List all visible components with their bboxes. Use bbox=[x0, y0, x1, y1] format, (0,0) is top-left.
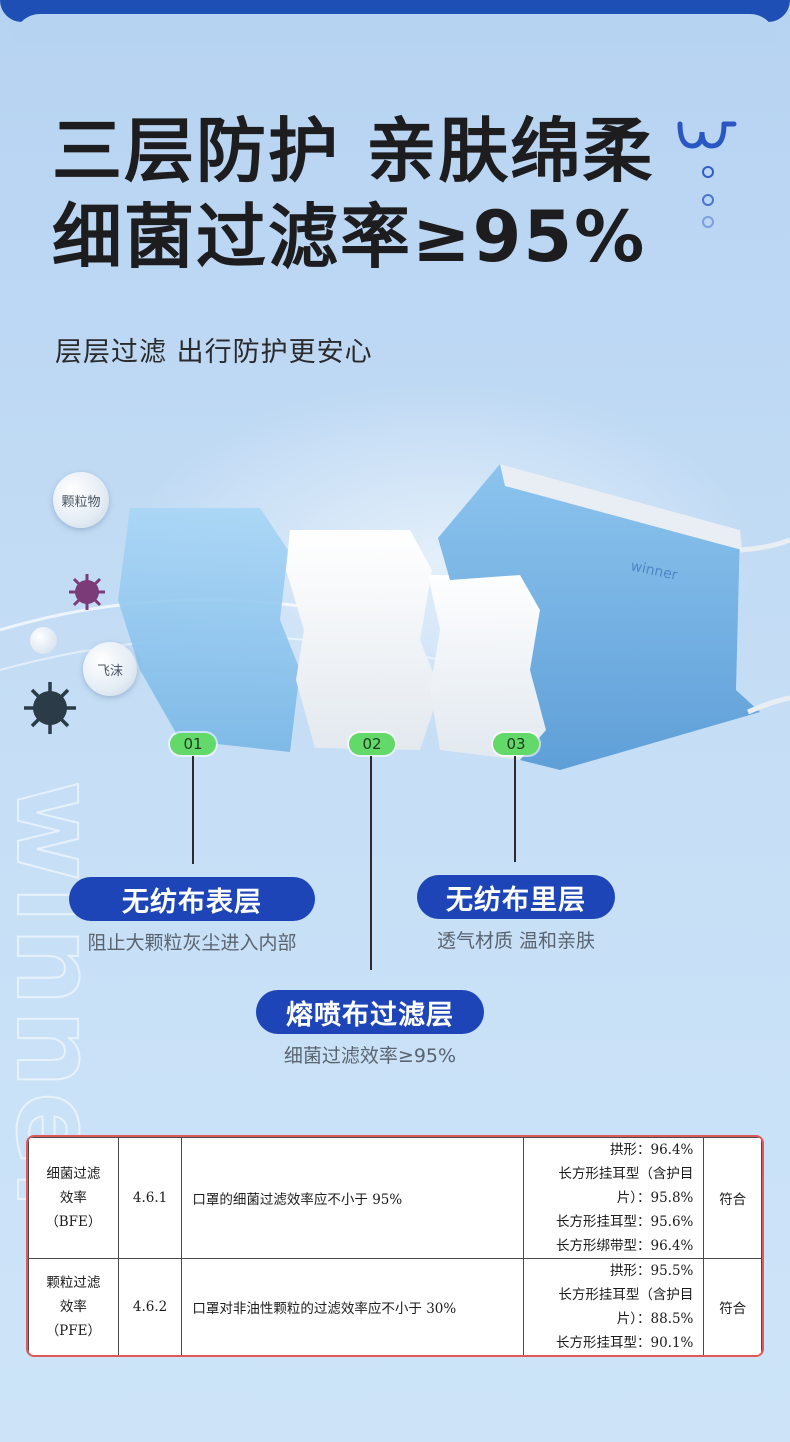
layer-1-number: 01 bbox=[170, 733, 216, 755]
row-1-requirement: 口罩的细菌过滤效率应不小于 95% bbox=[181, 1137, 524, 1259]
row-1-code: 4.6.1 bbox=[117, 1137, 183, 1259]
decor-dot-2 bbox=[702, 194, 714, 206]
virus-large-icon bbox=[24, 682, 76, 734]
table-row: 细菌过滤 效率 （BFE） 4.6.1 口罩的细菌过滤效率应不小于 95% 拱形… bbox=[28, 1137, 762, 1259]
layer-2-number: 02 bbox=[349, 733, 395, 755]
table-row: 颗粒过滤 效率 （PFE） 4.6.2 口罩对非油性颗粒的过滤效率应不小于 30… bbox=[28, 1258, 762, 1355]
virus-icon bbox=[69, 574, 105, 610]
small-bubble bbox=[30, 627, 57, 654]
decor-dot-1 bbox=[702, 166, 714, 178]
headline: 三层防护 亲肤绵柔 细菌过滤率≥95% bbox=[52, 108, 654, 280]
row-1-results: 拱形：96.4% 长方形挂耳型（含护目 片）：95.8% 长方形挂耳型：95.6… bbox=[522, 1137, 705, 1259]
layer-1-tag: 无纺布表层 bbox=[69, 877, 315, 921]
row-2-conclusion: 符合 bbox=[703, 1258, 762, 1355]
layer-3-connector bbox=[514, 756, 516, 862]
decor-dot-3 bbox=[702, 216, 714, 228]
layer-1-desc: 阻止大颗粒灰尘进入内部 bbox=[87, 932, 297, 954]
row-1-name: 细菌过滤 效率 （BFE） bbox=[28, 1137, 119, 1259]
layer-2-desc: 细菌过滤效率≥95% bbox=[283, 1045, 457, 1067]
particles-label: 颗粒物 bbox=[61, 494, 101, 510]
row-2-results: 拱形：95.5% 长方形挂耳型（含护目 片）：88.5% 长方形挂耳型：90.1… bbox=[522, 1258, 705, 1355]
top-frame-inner bbox=[14, 14, 776, 44]
layer-3-number: 03 bbox=[493, 733, 539, 755]
layer-2-tag: 熔喷布过滤层 bbox=[256, 990, 484, 1034]
brand-logo-icon bbox=[677, 121, 737, 149]
subtitle: 层层过滤 出行防护更安心 bbox=[55, 337, 373, 368]
test-report-table: 细菌过滤 效率 （BFE） 4.6.1 口罩的细菌过滤效率应不小于 95% 拱形… bbox=[26, 1135, 764, 1357]
layer-1-connector bbox=[192, 756, 194, 864]
row-2-name: 颗粒过滤 效率 （PFE） bbox=[28, 1258, 119, 1355]
layer-2-connector bbox=[370, 756, 372, 970]
droplets-bubble: 飞沫 bbox=[83, 642, 137, 696]
layer-3-tag: 无纺布里层 bbox=[417, 875, 615, 919]
row-2-requirement: 口罩对非油性颗粒的过滤效率应不小于 30% bbox=[181, 1258, 524, 1355]
droplets-label: 飞沫 bbox=[96, 663, 123, 679]
row-2-code: 4.6.2 bbox=[117, 1258, 183, 1355]
particles-bubble: 颗粒物 bbox=[53, 472, 109, 528]
headline-line-2: 细菌过滤率≥95% bbox=[52, 196, 647, 278]
headline-line-1: 三层防护 亲肤绵柔 bbox=[52, 110, 655, 192]
mask-layers-illustration: winner bbox=[0, 464, 790, 770]
row-1-conclusion: 符合 bbox=[703, 1137, 762, 1259]
layer-3-desc: 透气材质 温和亲肤 bbox=[436, 930, 596, 952]
